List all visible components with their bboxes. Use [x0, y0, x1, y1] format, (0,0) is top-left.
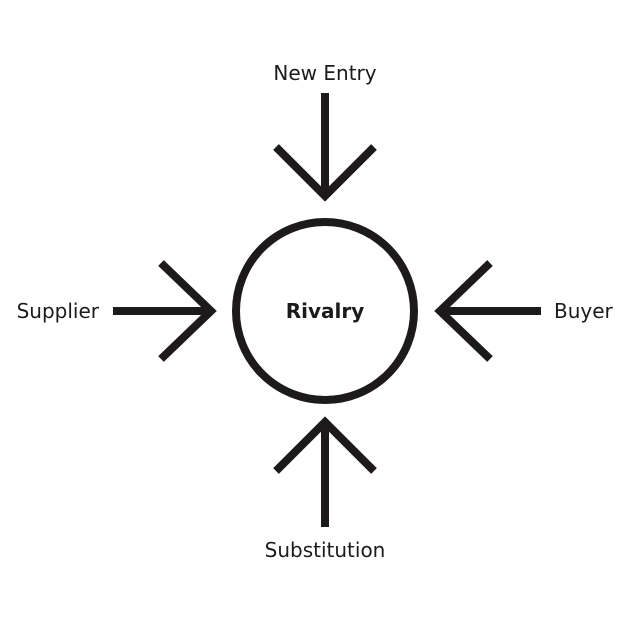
arrow-bottom-head	[273, 416, 377, 474]
force-label-substitution: Substitution	[264, 538, 386, 562]
rivalry-circle	[232, 218, 418, 404]
arrow-right	[434, 260, 541, 362]
force-label-new-entry: New Entry	[273, 61, 377, 85]
arrow-bottom	[273, 416, 377, 527]
arrow-right-head	[434, 260, 493, 362]
arrow-top	[273, 93, 377, 202]
force-label-buyer: Buyer	[554, 299, 613, 323]
center-label-rivalry: Rivalry	[285, 299, 365, 323]
arrow-left	[113, 260, 217, 362]
force-label-supplier: Supplier	[16, 299, 99, 323]
arrow-top-head	[273, 144, 377, 202]
arrow-left-head	[158, 260, 217, 362]
